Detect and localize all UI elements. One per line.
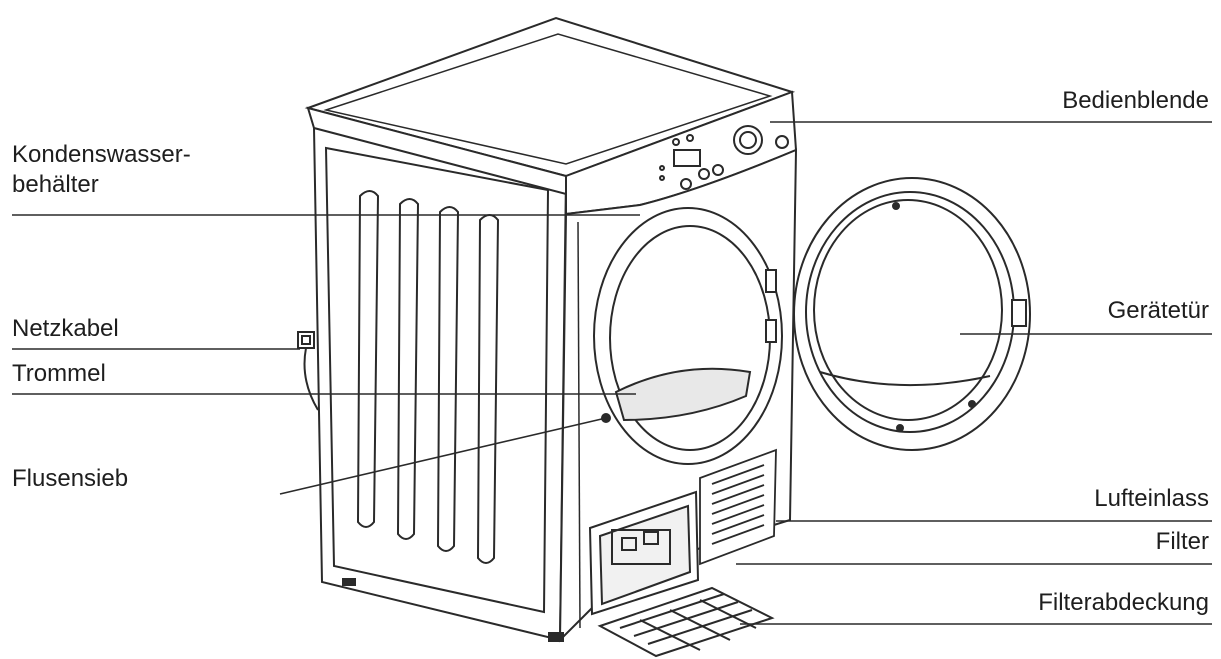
filter-compartment [588,490,700,616]
label-filterabdeckung: Filterabdeckung [1038,589,1209,616]
leader-lines [12,121,1212,625]
label-trommel: Trommel [12,360,106,387]
door [765,177,1031,451]
air-intake-grille [699,448,777,566]
label-bedienblende: Bedienblende [1062,87,1209,114]
label-geraetetuer: Gerätetür [1107,297,1209,324]
power-cable [297,331,319,411]
control-panel [565,90,798,216]
drum-opening [593,207,783,465]
label-flusensieb: Flusensieb [12,465,129,492]
label-kondenswasser-line1: Kondenswasser- [12,141,191,168]
dryer-side-panel [312,126,568,642]
leader-flusensieb [279,417,607,495]
dryer-feet [342,578,564,642]
filter-cover [597,586,775,658]
label-netzkabel: Netzkabel [12,315,119,342]
label-filter: Filter [1155,528,1209,555]
label-kondenswasser-line2: behälter [12,171,99,198]
label-lufteinlass: Lufteinlass [1094,485,1209,512]
label-kondenswasser: Kondenswasser- behälter [12,140,191,200]
